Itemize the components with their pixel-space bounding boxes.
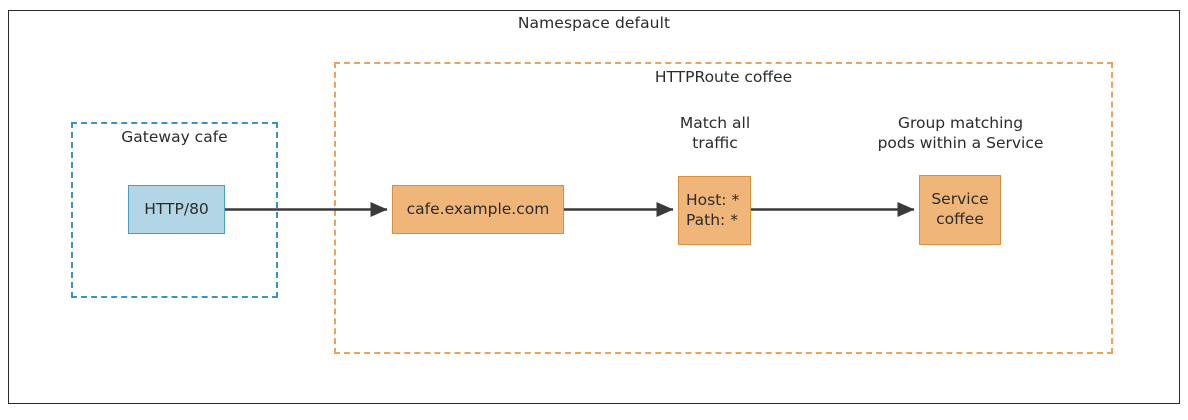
httproute-label: HTTPRoute coffee <box>654 68 793 86</box>
namespace-label: Namespace default <box>517 14 671 32</box>
httproute-container <box>334 62 1113 354</box>
gateway-label: Gateway cafe <box>121 128 228 146</box>
namespace-container <box>8 10 1180 404</box>
match-annotation-label: Match all traffic <box>679 114 751 153</box>
gateway-listener-node[interactable]: HTTP/80 <box>128 185 225 234</box>
service-annotation-label: Group matching pods within a Service <box>877 114 1044 153</box>
hostname-node[interactable]: cafe.example.com <box>392 185 564 234</box>
backend-service-node[interactable]: Service coffee <box>919 175 1001 245</box>
route-match-node[interactable]: Host: * Path: * <box>678 176 751 245</box>
